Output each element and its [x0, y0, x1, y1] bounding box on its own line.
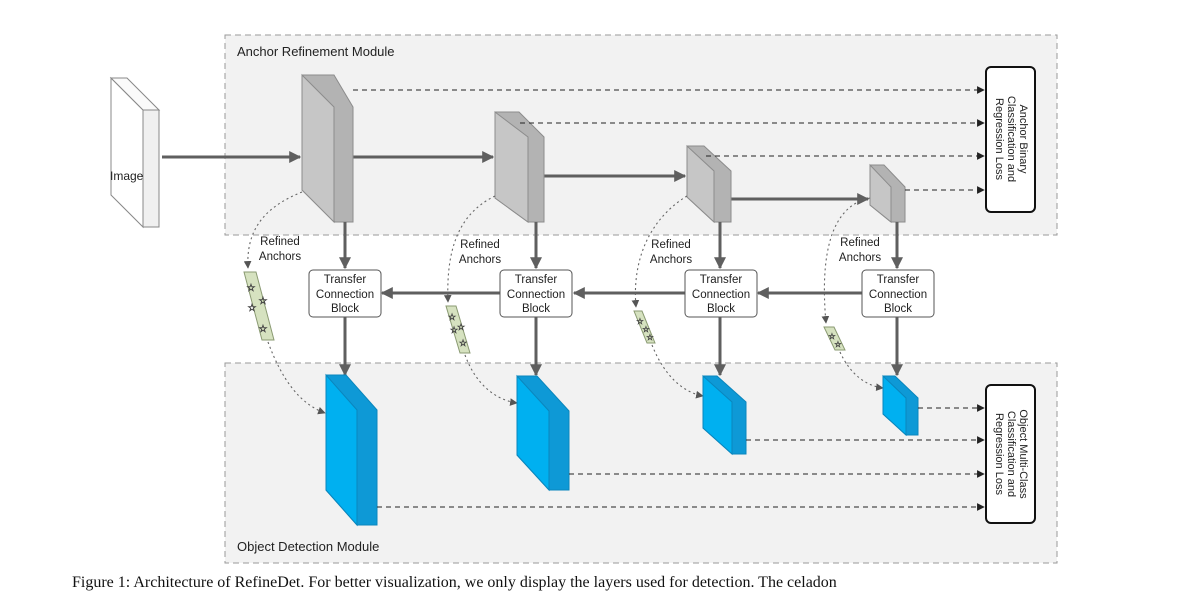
tcb-3-line-1: Transfer [700, 274, 743, 286]
transfer-connection-block-4: Transfer Connection Block [861, 269, 935, 318]
anchor-refinement-module-title: Anchor Refinement Module [237, 44, 395, 59]
tcb-2-line-3: Block [522, 303, 550, 315]
arm-loss-line-1: Anchor Binary [1017, 104, 1029, 174]
svg-text:Refined: Refined [460, 239, 500, 251]
svg-text:Anchors: Anchors [259, 251, 301, 263]
arm-feature-map-1 [301, 73, 354, 224]
refined-anchor-patch-1: ☆ ☆ ☆ ☆ [243, 271, 275, 341]
transfer-connection-block-2: Transfer Connection Block [499, 269, 573, 318]
tcb-1-line-3: Block [331, 303, 359, 315]
refined-anchor-flows [243, 191, 884, 415]
svg-text:Refined: Refined [260, 236, 300, 248]
odm-loss-box: Object Multi-Class Classification and Re… [985, 384, 1036, 524]
star-icon: ☆ [646, 333, 653, 342]
star-icon: ☆ [642, 325, 649, 334]
star-icon: ☆ [450, 325, 458, 335]
transfer-connection-block-3: Transfer Connection Block [684, 269, 758, 318]
refined-anchor-patch-2: ☆ ☆ ☆ ☆ [445, 305, 471, 354]
refined-anchor-patch-3: ☆ ☆ ☆ [633, 310, 656, 344]
arm-to-tcb-connections [339, 222, 903, 270]
star-icon: ☆ [259, 296, 268, 307]
refined-anchors-label-4: Refined Anchors [839, 237, 881, 264]
star-icon: ☆ [259, 324, 268, 335]
tcb-to-odm-connections [339, 317, 903, 377]
backbone-flow [162, 151, 870, 205]
svg-text:Refined: Refined [840, 237, 880, 249]
tcb-2-line-2: Connection [507, 289, 565, 301]
tcb-1-line-2: Connection [316, 289, 374, 301]
odm-loss-line-1: Object Multi-Class [1017, 409, 1029, 499]
tcb-3-line-3: Block [707, 303, 735, 315]
input-image: Image [109, 76, 161, 229]
star-icon: ☆ [834, 340, 841, 349]
tcb-1-line-1: Transfer [324, 274, 367, 286]
input-image-label: Image [110, 169, 144, 183]
arm-feature-map-3 [686, 144, 732, 224]
arm-loss-connections [353, 86, 985, 194]
refined-anchors-label-3: Refined Anchors [650, 239, 692, 266]
transfer-connection-block-1: Transfer Connection Block [308, 269, 382, 318]
tcb-2-line-1: Transfer [515, 274, 558, 286]
star-icon: ☆ [457, 322, 465, 332]
arm-loss-box: Anchor Binary Classification and Regress… [985, 66, 1036, 213]
tcb-3-line-2: Connection [692, 289, 750, 301]
tcb-4-line-2: Connection [869, 289, 927, 301]
star-icon: ☆ [248, 303, 257, 314]
odm-loss-connections [377, 404, 985, 511]
arm-feature-map-4 [869, 163, 906, 224]
anchor-refinement-module: Anchor Refinement Module [224, 34, 1058, 236]
refined-anchors-label-1: Refined Anchors [259, 236, 301, 263]
odm-feature-map-1 [325, 373, 378, 527]
arm-loss-line-2: Classification and [1005, 96, 1017, 182]
figure-caption: Figure 1: Architecture of RefineDet. For… [72, 574, 837, 591]
tcb-4-line-3: Block [884, 303, 912, 315]
odm-feature-map-3 [702, 374, 747, 456]
svg-text:Anchors: Anchors [459, 254, 501, 266]
odm-loss-line-2: Classification and [1005, 411, 1017, 497]
svg-text:Refined: Refined [651, 239, 691, 251]
refined-anchors-label-2: Refined Anchors [459, 239, 501, 266]
svg-text:Anchors: Anchors [839, 252, 881, 264]
svg-text:Anchors: Anchors [650, 254, 692, 266]
star-icon: ☆ [448, 312, 456, 322]
odm-loss-line-3: Regression Loss [993, 413, 1005, 495]
object-detection-module-title: Object Detection Module [237, 539, 379, 554]
arm-feature-map-2 [494, 110, 545, 223]
tcb-4-line-1: Transfer [877, 274, 920, 286]
odm-feature-map-4 [882, 374, 919, 437]
refined-anchor-patch-4: ☆ ☆ [823, 326, 846, 351]
star-icon: ☆ [459, 338, 467, 348]
star-icon: ☆ [828, 332, 835, 341]
odm-feature-map-2 [516, 374, 570, 492]
star-icon: ☆ [247, 283, 256, 294]
star-icon: ☆ [636, 317, 643, 326]
arm-loss-line-3: Regression Loss [993, 98, 1005, 180]
